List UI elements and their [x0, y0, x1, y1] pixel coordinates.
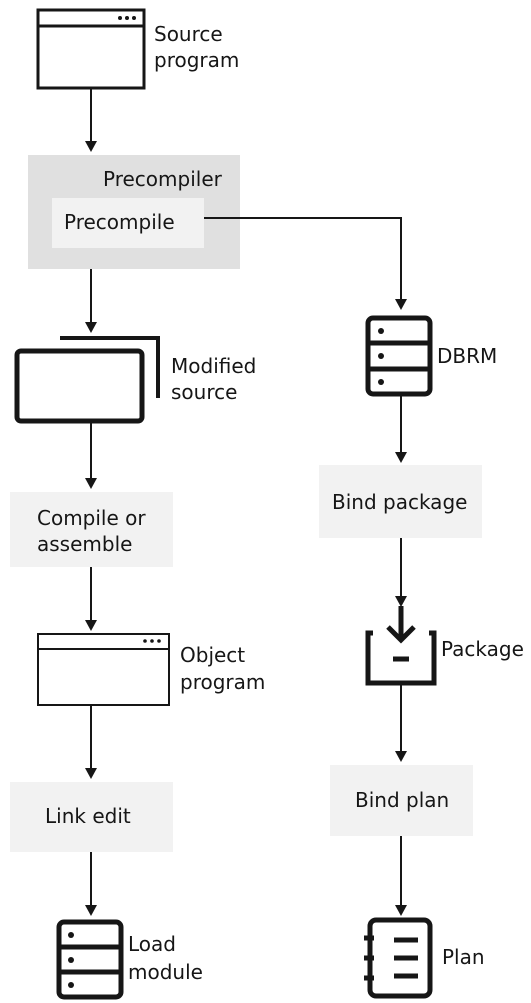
- arrow-modified-source-to-compile: [85, 423, 97, 489]
- arrow-precompile-to-modified-source: [85, 269, 97, 333]
- package-icon: [365, 606, 437, 686]
- load-module-label-line2: module: [128, 960, 203, 984]
- modified-source-icon: [14, 336, 160, 424]
- modified-source-label-line1: Modified: [171, 354, 256, 378]
- dbrm-label: DBRM: [437, 344, 497, 368]
- modified-source-label-line2: source: [171, 380, 237, 404]
- dbrm-server-icon: [365, 315, 433, 397]
- arrow-dbrm-to-bind-package: [395, 394, 407, 463]
- arrow-compile-to-object-program: [85, 567, 97, 631]
- link-edit-label: Link edit: [45, 804, 131, 828]
- load-module-label-line1: Load: [128, 932, 176, 956]
- compile-or-assemble-box: [10, 492, 173, 567]
- source-program-icon: [36, 8, 146, 90]
- plan-label: Plan: [442, 945, 485, 969]
- object-program-icon: [37, 633, 170, 706]
- arrow-link-edit-to-load-module: [85, 852, 97, 916]
- precompile-label: Precompile: [64, 210, 175, 234]
- precompiler-label: Precompiler: [103, 167, 223, 191]
- package-label: Package: [441, 637, 524, 661]
- arrow-bind-plan-to-plan: [395, 836, 407, 916]
- link-edit-box: [10, 782, 173, 852]
- bind-plan-box: [330, 765, 473, 836]
- object-program-label-line1: Object: [180, 643, 245, 667]
- arrow-source-to-precompile: [85, 88, 97, 152]
- arrow-package-to-bind-plan: [395, 683, 407, 762]
- source-program-label-line2: program: [154, 48, 239, 72]
- arrow-precompile-to-dbrm: [204, 217, 407, 310]
- source-program-label-line1: Source: [154, 22, 223, 46]
- compile-or-assemble-label-line1: Compile or: [37, 506, 146, 530]
- load-module-server-icon: [56, 919, 124, 1000]
- plan-notebook-icon: [364, 917, 433, 999]
- compile-or-assemble-label-line2: assemble: [37, 532, 132, 556]
- bind-package-box: [319, 465, 482, 538]
- precompile-box: [52, 198, 204, 248]
- arrow-bind-package-to-package: [395, 538, 407, 607]
- bind-plan-label: Bind plan: [355, 788, 449, 812]
- object-program-label-line2: program: [180, 670, 265, 694]
- arrow-object-program-to-link-edit: [85, 705, 97, 779]
- bind-package-label: Bind package: [332, 490, 467, 514]
